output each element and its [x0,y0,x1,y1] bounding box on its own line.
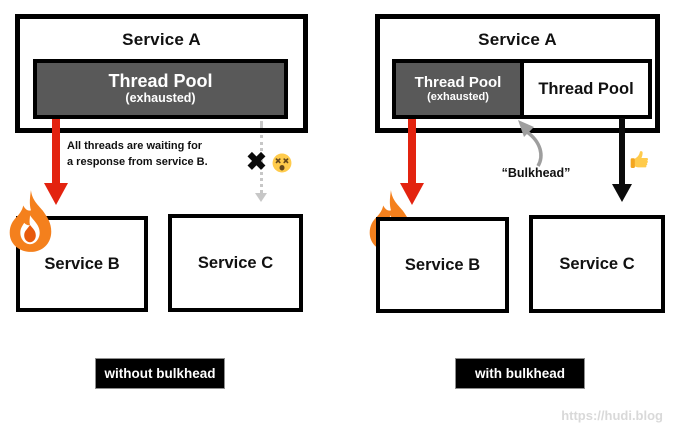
bulkhead-pointer-arrow-icon [518,120,543,167]
red-arrow-shaft-right [408,119,416,183]
waiting-caption-line2: a response from service B. [67,156,208,168]
thread-pools-container: Thread Pool (exhausted) Thread Pool [392,59,652,119]
red-arrow-head-right [400,183,424,205]
fire-icon [9,190,52,252]
service-c-box-right: Service C [529,215,665,313]
service-c-title-left: Service C [197,253,274,272]
waiting-caption: All threads are waiting for a response f… [67,138,237,170]
without-bulkhead-label-text: without bulkhead [104,366,216,381]
service-a-title-right: Service A [478,30,557,49]
thread-pool-title-left: Thread Pool [108,71,213,92]
service-a-title-left: Service A [122,30,201,49]
thread-pool-subtitle-left: (exhausted) [125,91,196,106]
service-b-box-right: Service B [376,217,509,313]
blocked-x-mark: ✖ [246,148,267,176]
thumbs-up-icon [630,151,649,169]
dizzy-face-icon [272,153,292,173]
thread-pool-healthy-box: Thread Pool [524,63,648,115]
service-c-title-right: Service C [559,254,635,273]
dotted-arrow-head-left [255,193,267,202]
watermark-url: https://hudi.blog [561,408,663,423]
service-c-box-left: Service C [168,214,303,312]
black-arrow-shaft [619,118,625,184]
waiting-caption-line1: All threads are waiting for [67,140,203,152]
with-bulkhead-label: with bulkhead [455,358,585,389]
dotted-arrow-line-left [260,135,263,193]
with-bulkhead-label-text: with bulkhead [474,366,565,381]
red-arrow-shaft-left [52,119,60,183]
thread-pool-healthy-title: Thread Pool [538,79,634,98]
dotted-arrow-stub-left [260,121,263,128]
black-arrow-head [612,184,632,202]
thread-pool-title-right: Thread Pool [414,73,502,91]
red-arrow-head-left [44,183,68,205]
bulkhead-caption: “Bulkhead” [501,166,571,180]
service-b-title-right: Service B [404,255,481,274]
service-b-title-left: Service B [44,254,120,273]
thread-pool-subtitle-right: (exhausted) [427,91,489,104]
thread-pool-exhausted-box-right: Thread Pool (exhausted) [396,63,524,115]
thread-pool-exhausted-box-left: Thread Pool (exhausted) [33,59,288,119]
without-bulkhead-label: without bulkhead [95,358,225,389]
